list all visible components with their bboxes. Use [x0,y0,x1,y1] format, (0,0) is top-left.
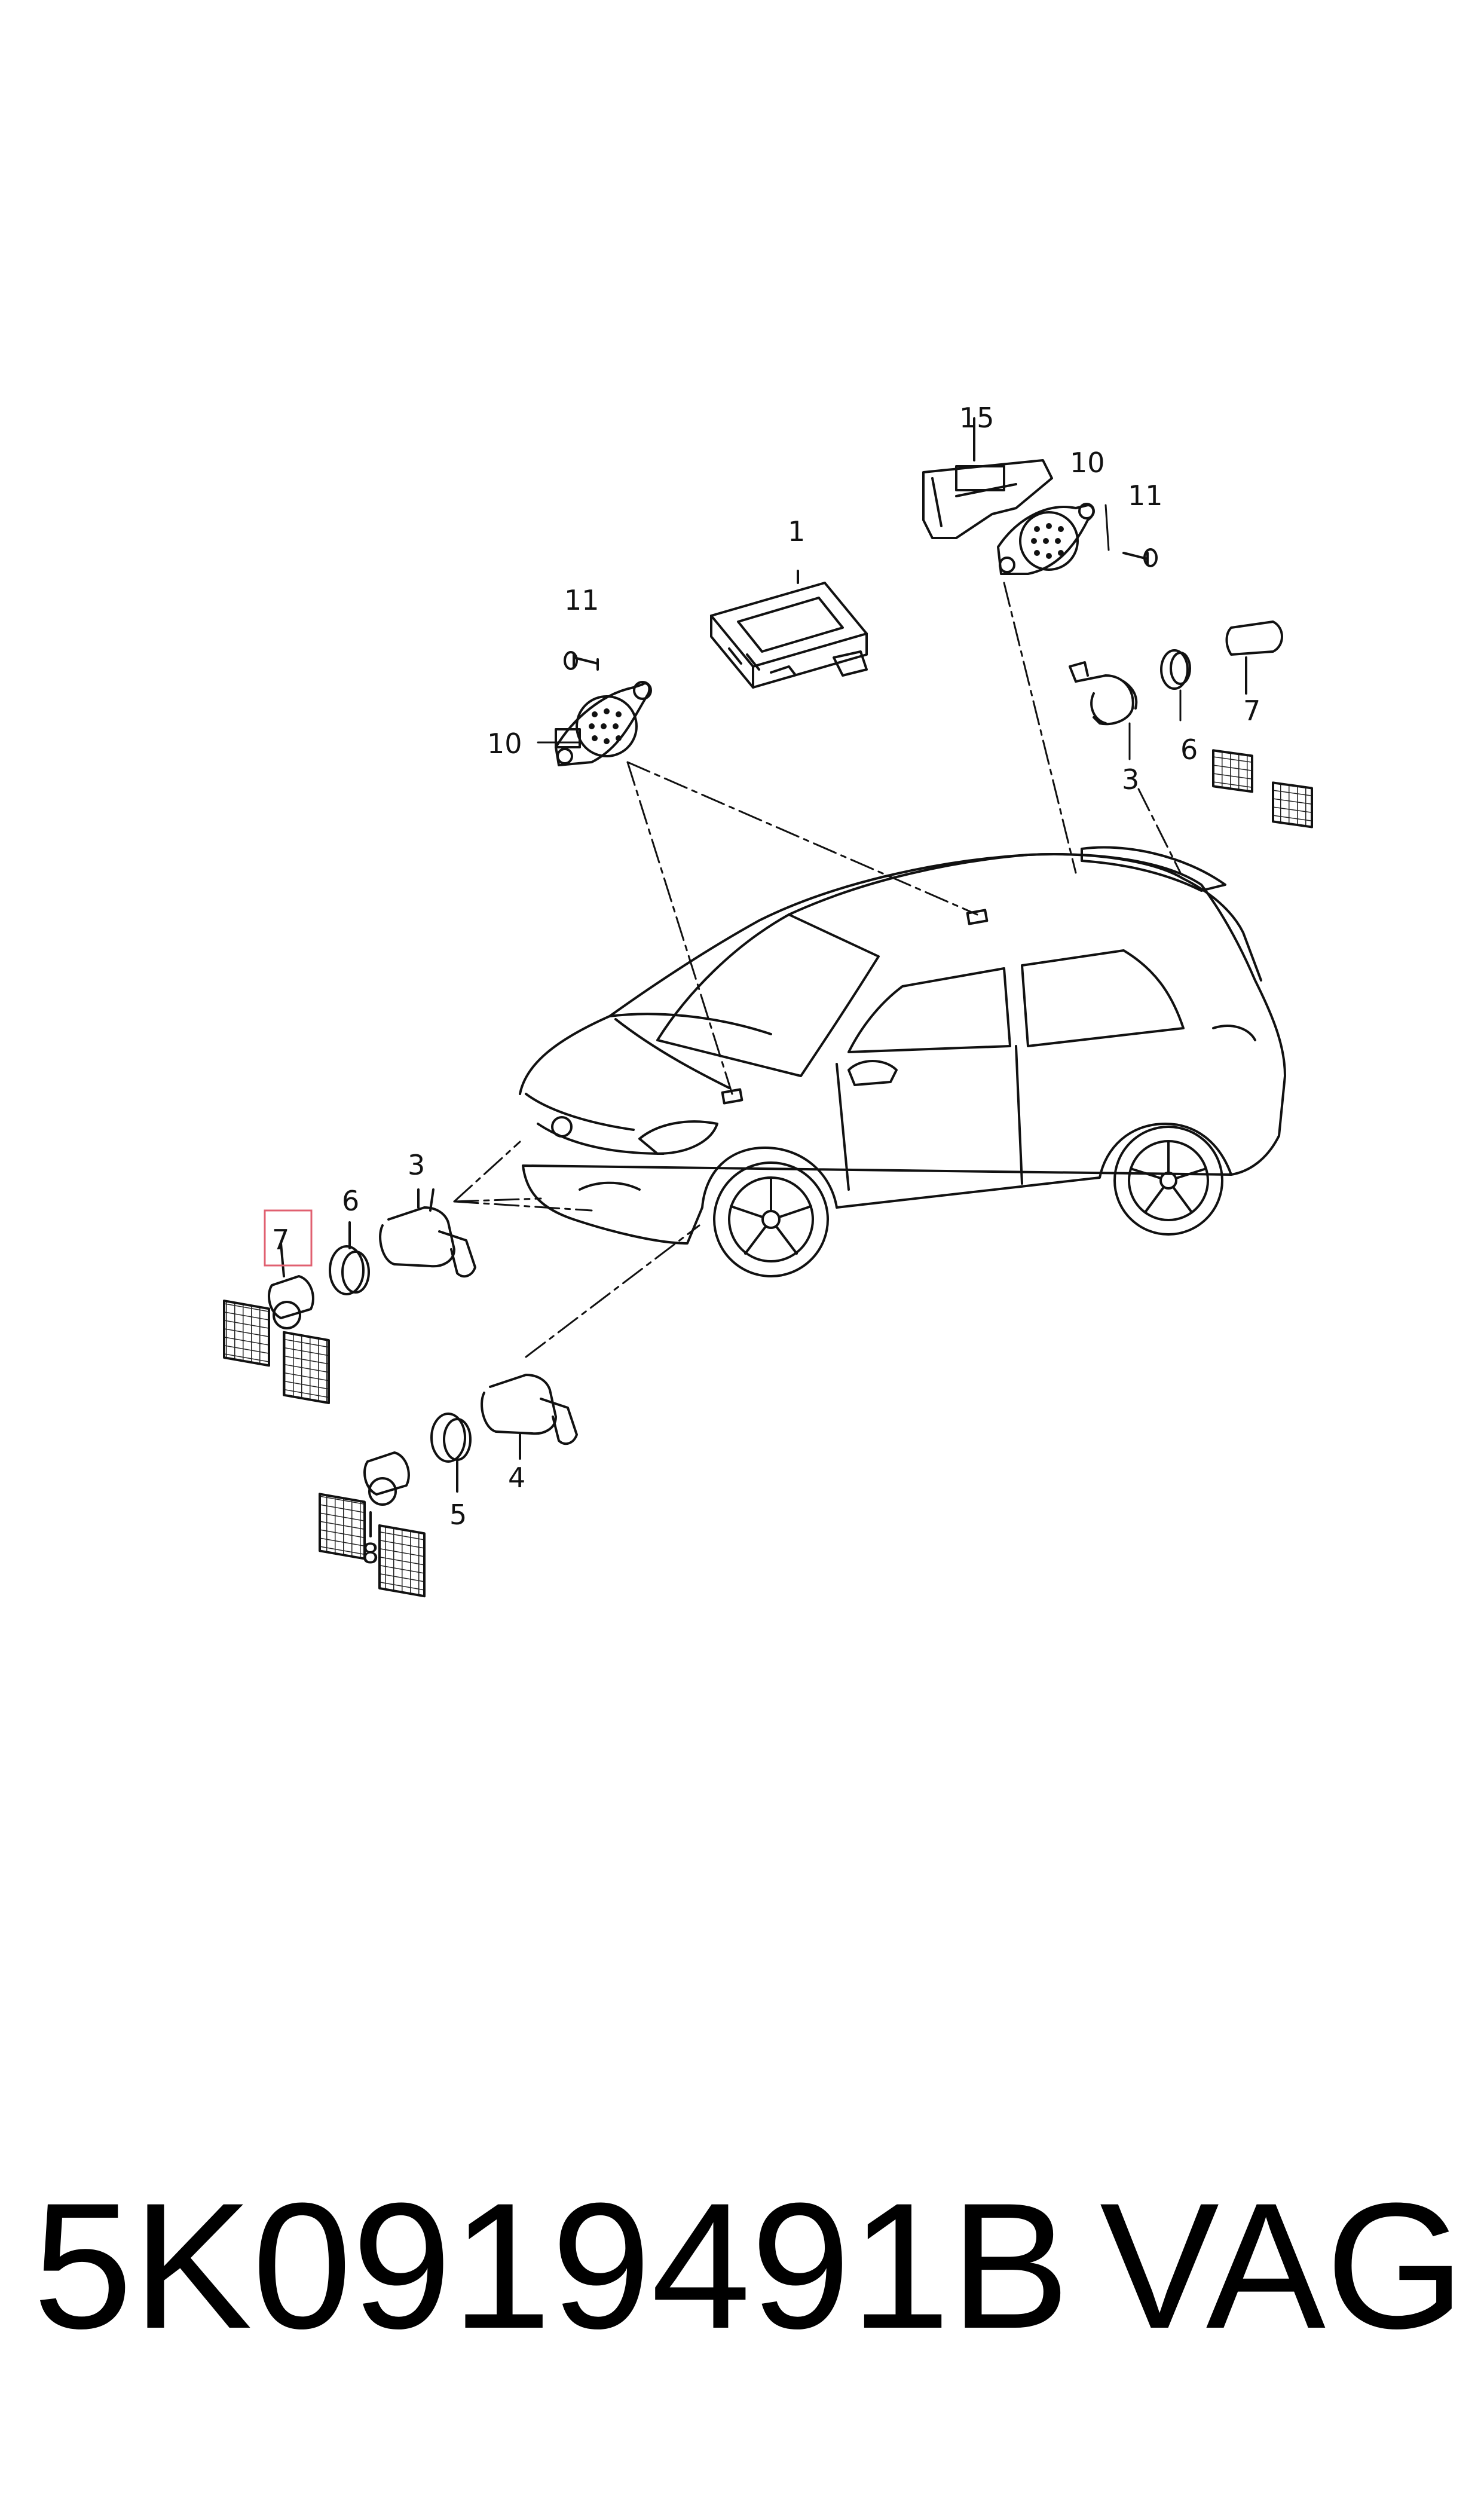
callout-3-front: 3 [408,1149,425,1181]
callout-7-front: 7 [272,1224,289,1256]
buzzer-right-grille [1031,523,1064,559]
front-sensor-ring-part-6 [329,1221,370,1295]
front-sensor-holder-part-7 [223,1242,330,1405]
callout-8: 8 [362,1537,379,1570]
sensor-ring-part-5 [430,1413,472,1493]
callout-7-rear: 7 [1243,695,1260,727]
warning-buzzer-right-part-10 [997,503,1095,575]
callout-4: 4 [508,1462,525,1494]
callout-15: 15 [959,402,995,434]
callout-6-front: 6 [342,1185,359,1217]
front-parking-sensor-part-3 [379,1188,476,1278]
callout-6-rear: 6 [1180,733,1198,766]
warning-buzzer-left-part-10 [555,681,652,766]
buzzer-left-grille [589,708,622,744]
leader-lines [453,582,1182,1358]
callout-10-right: 10 [1070,447,1105,479]
screw-right-part-11 [1122,548,1158,567]
screw-left-part-11 [564,651,599,671]
callout-10-left: 10 [487,727,522,760]
rear-sensor-holder-part-7 [1212,620,1313,829]
callout-11-left: 11 [564,584,599,616]
callout-ticks [537,504,1182,760]
control-module-part-1 [710,570,868,689]
brand-caption: VAG [1100,2165,1465,2366]
part-number-caption: 5K0919491B [33,2165,1070,2366]
rear-sensor-ring-part-6 [1160,649,1191,690]
callout-11-right: 11 [1128,479,1163,512]
selected-callout-highlight [264,1209,313,1267]
car-illustration [519,846,1286,1277]
callout-5: 5 [449,1499,467,1531]
callout-labels: 1 15 10 11 11 10 3 6 7 3 6 7 4 5 8 [272,402,1260,1570]
sensor-holder-part-8 [319,1451,426,1598]
callout-3-rear: 3 [1122,763,1139,796]
parking-sensor-part-4 [481,1374,578,1460]
rear-parking-sensor-part-3 [1069,661,1138,726]
bracket-part-15 [922,417,1053,539]
callout-1: 1 [788,515,805,548]
